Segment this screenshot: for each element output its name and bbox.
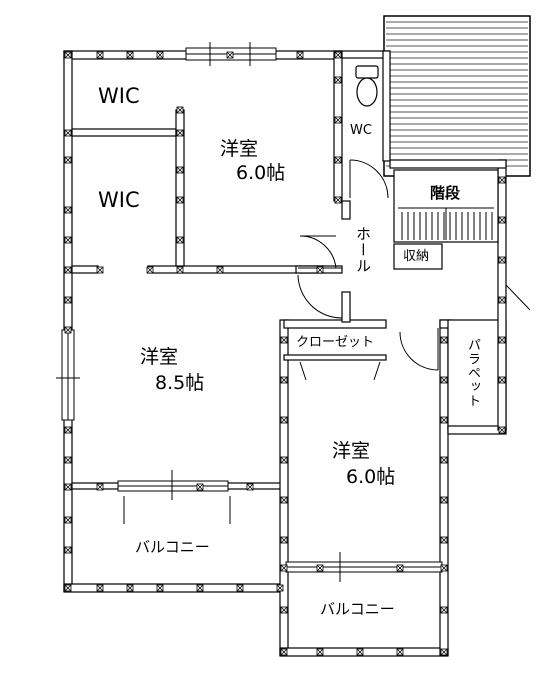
label-room-se-name: 洋室: [332, 440, 371, 462]
column-markers: [64, 51, 506, 656]
label-room-w-size: 8.5帖: [155, 372, 205, 394]
windows: [56, 42, 443, 582]
label-closet: クローゼット: [296, 335, 375, 350]
lower-roof-hatch: [383, 15, 531, 177]
stair-treads: [398, 207, 494, 240]
label-room-se-size: 6.0帖: [346, 466, 396, 488]
label-room-ne-name: 洋室: [220, 138, 259, 160]
label-storage: 収納: [403, 249, 430, 264]
label-wic-mid: WIC: [98, 188, 140, 212]
label-balcony-w: バルコニー: [135, 538, 210, 556]
label-room-ne-size: 6.0帖: [236, 162, 286, 184]
label-hall: ホール: [354, 226, 372, 274]
label-room-w-name: 洋室: [140, 346, 179, 368]
label-balcony-s: バルコニー: [320, 600, 395, 618]
label-wc: WC: [350, 123, 372, 138]
label-wic-top: WIC: [98, 84, 140, 108]
label-stairs: 階段: [430, 184, 461, 202]
toilet-icon: [355, 65, 379, 107]
label-parapet: パラペット: [465, 338, 480, 408]
